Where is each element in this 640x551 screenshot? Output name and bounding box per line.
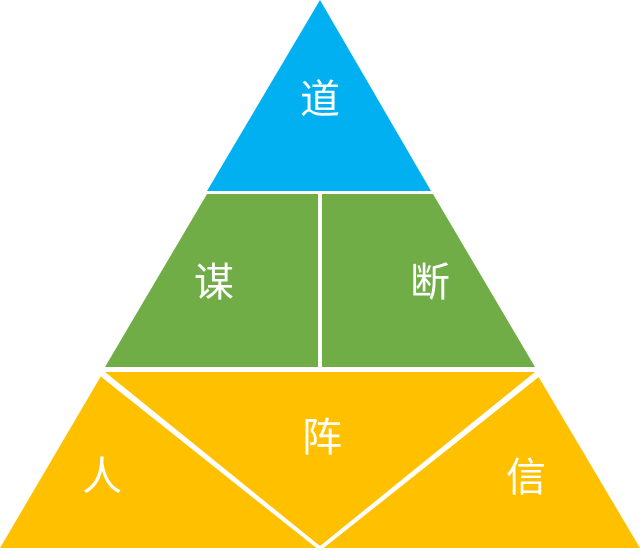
bottom-segment-left: [0, 376, 317, 548]
top-segment-dao: [207, 0, 431, 191]
label-duan: 断: [410, 260, 450, 306]
bottom-segment-center: [105, 372, 535, 546]
divider-right-diagonal: [319, 372, 541, 551]
middle-segment-right: [322, 194, 535, 367]
bottom-segment-right: [323, 376, 640, 548]
divider-left-diagonal: [99, 372, 321, 551]
label-ren: 人: [82, 454, 122, 500]
label-xin: 信: [506, 455, 546, 501]
label-mou: 谋: [194, 260, 234, 306]
label-dao: 道: [300, 77, 340, 123]
middle-segment-left: [105, 194, 318, 367]
label-zhen: 阵: [302, 415, 342, 461]
